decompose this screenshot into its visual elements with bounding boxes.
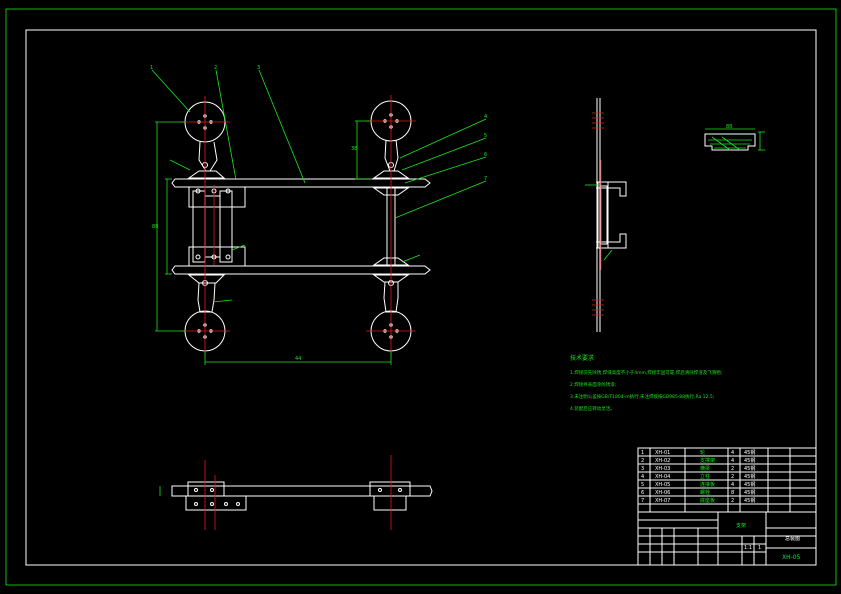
drawing-number: XH-05 — [782, 554, 801, 561]
technical-notes: 技术要求 1.焊接前先除锈,焊缝高度不小于4mm,焊接牢固可靠,焊后清除焊渣及飞… — [570, 354, 722, 412]
balloon-6: 6 — [484, 152, 487, 158]
outer-frame — [5, 8, 837, 586]
balloon-7: 7 — [484, 176, 487, 182]
part-qty: 2 — [731, 498, 734, 504]
part-no: 3 — [641, 466, 644, 472]
note-1: 1.焊接前先除锈,焊缝高度不小于4mm,焊接牢固可靠,焊后清除焊渣及飞溅物; — [570, 369, 722, 376]
part-qty: 2 — [731, 474, 734, 480]
scale-value: 1:1 — [744, 545, 752, 551]
part-code: XH-03 — [655, 466, 670, 472]
dimension-text: 44 88 38 — [152, 146, 357, 362]
note-2: 2.焊接件表面涂防锈漆; — [570, 381, 616, 388]
part-no: 5 — [641, 482, 644, 488]
part-qty: 4 — [731, 450, 734, 456]
note-3: 3.未注明公差按GB/T1804-m执行,未注焊接按GB985-88执行,Ra … — [570, 393, 714, 400]
sheet-value: 1 — [758, 545, 761, 551]
plan-view — [171, 95, 431, 356]
balloon-1: 1 — [150, 65, 153, 71]
balloon-3: 3 — [257, 65, 260, 71]
side-view — [585, 98, 627, 332]
drawing-name: 支架 — [736, 522, 746, 529]
front-view — [159, 455, 433, 530]
part-code: XH-01 — [655, 450, 670, 456]
part-no: 2 — [641, 458, 644, 464]
dim-section-width: 88 — [726, 124, 732, 130]
part-material: 45钢 — [744, 481, 755, 488]
dim-overall-height: 88 — [152, 224, 158, 230]
part-material: 45钢 — [744, 497, 755, 504]
part-name: 支撑架 — [700, 457, 715, 464]
plan-dimensions — [151, 69, 487, 365]
balloon-5: 5 — [484, 133, 487, 139]
part-code: XH-04 — [655, 474, 670, 480]
balloon-labels: 1 2 3 4 5 6 7 — [150, 65, 487, 182]
part-name: 底座板 — [700, 497, 715, 504]
company-name: 总装图 — [785, 535, 800, 542]
part-no: 1 — [641, 450, 644, 456]
part-material: 45钢 — [744, 449, 755, 456]
part-code: XH-06 — [655, 490, 670, 496]
part-name: 螺栓 — [700, 489, 710, 496]
note-4: 4.装配后应转动灵活。 — [570, 405, 615, 412]
part-code: XH-02 — [655, 458, 670, 464]
balloon-2: 2 — [214, 65, 217, 71]
part-qty: 2 — [731, 466, 734, 472]
part-no: 4 — [641, 474, 644, 480]
part-qty: 4 — [731, 458, 734, 464]
part-qty: 8 — [731, 490, 734, 496]
part-no: 6 — [641, 490, 644, 496]
part-qty: 4 — [731, 482, 734, 488]
part-no: 7 — [641, 498, 644, 504]
part-name: 立柱 — [700, 473, 710, 480]
notes-heading: 技术要求 — [570, 354, 594, 362]
part-name: 横梁 — [700, 465, 710, 472]
part-material: 45钢 — [744, 489, 755, 496]
section-detail: 88 — [704, 124, 765, 151]
part-code: XH-05 — [655, 482, 670, 488]
part-material: 45钢 — [744, 457, 755, 464]
part-material: 45钢 — [744, 473, 755, 480]
part-material: 45钢 — [744, 465, 755, 472]
part-name: 连接板 — [700, 481, 715, 488]
inner-frame — [25, 29, 817, 566]
part-code: XH-07 — [655, 498, 670, 504]
dim-overall-width: 44 — [295, 356, 301, 362]
part-name: 轮 — [700, 449, 705, 456]
dim-side-height: 38 — [351, 146, 357, 152]
balloon-4: 4 — [484, 114, 487, 120]
